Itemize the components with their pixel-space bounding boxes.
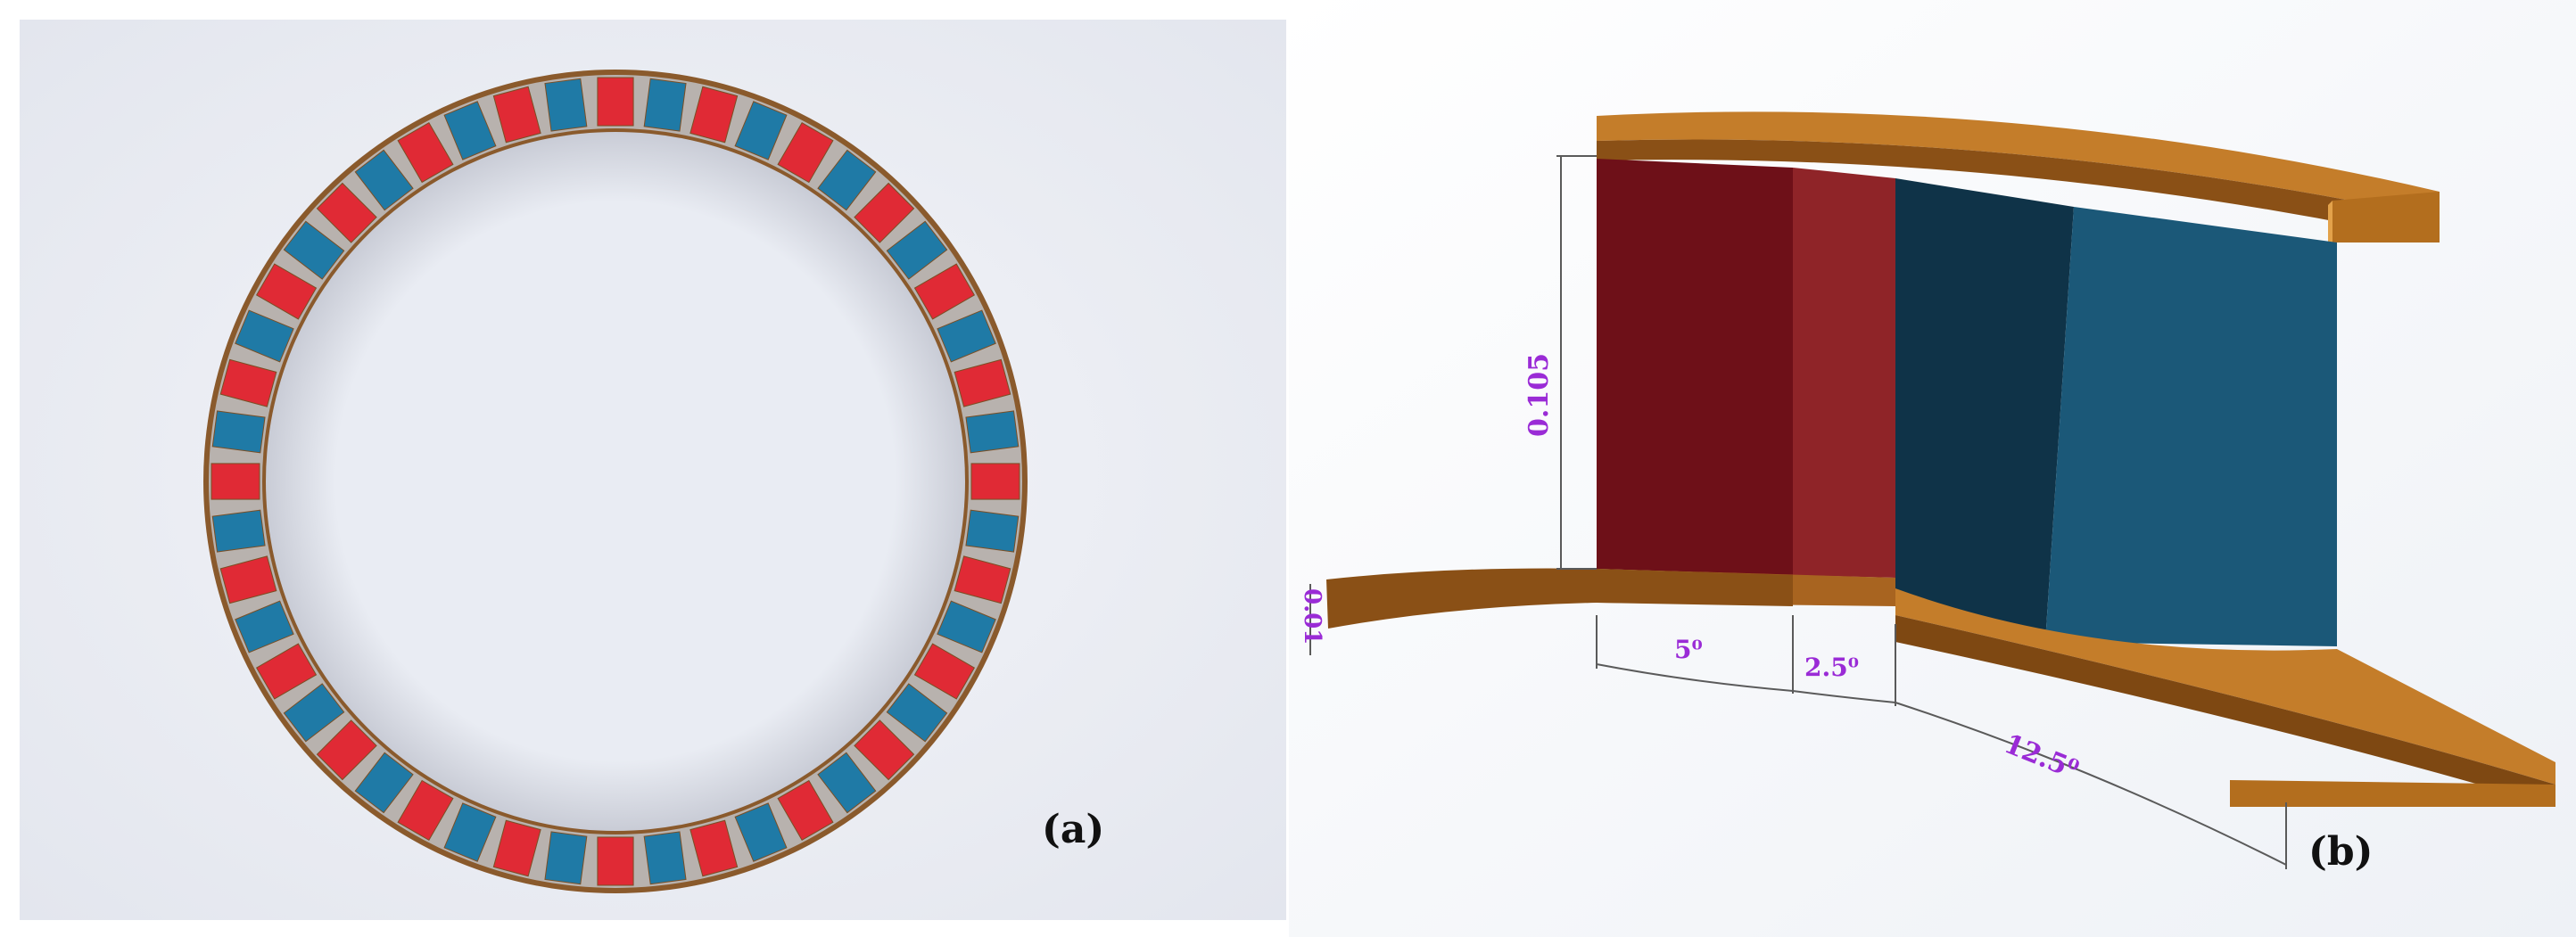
magnet-red [689, 819, 739, 877]
magnet-red [219, 358, 277, 407]
magnet-blue [643, 78, 687, 132]
magnet-blue [211, 509, 266, 553]
bottom-yoke-right-front [1895, 615, 2555, 807]
magnet-blue [937, 600, 996, 653]
magnet-blue [354, 752, 414, 814]
magnet-blue [886, 220, 948, 280]
magnet-red-dark [1597, 159, 1793, 575]
magnet-red [397, 121, 454, 184]
magnet-red [777, 779, 834, 842]
magnet-blue [817, 752, 877, 814]
panel-b-label: (b) [2308, 829, 2373, 875]
dim-thickness-text: 0.01 [1299, 588, 1325, 645]
magnet-blue [965, 410, 1020, 454]
bottom-yoke-right-top [1895, 588, 2555, 785]
top-yoke-front [1597, 139, 2440, 242]
magnet-blue [734, 802, 788, 862]
magnet-red [255, 643, 318, 700]
top-yoke-end [2332, 192, 2440, 242]
magnet-red [492, 819, 541, 877]
magnet-blue [235, 309, 294, 363]
dim-height-text: 0.105 [1523, 353, 1555, 437]
magnet-red [954, 358, 1011, 407]
ring-inner-area [266, 132, 965, 831]
top-yoke-end-edge [2328, 201, 2332, 242]
magnet-blue [643, 831, 687, 885]
magnet-blue [886, 683, 948, 743]
magnet-blue [937, 309, 996, 363]
dim-arc-3 [1895, 702, 2287, 866]
bottom-yoke-left [1326, 568, 1597, 629]
bottom-yoke-under-red-dark [1597, 569, 1793, 606]
magnet-red [397, 779, 454, 842]
ring-figure: (a) [20, 20, 1286, 920]
magnet-red-light [1793, 168, 1895, 578]
panel-b-segment-view: 0.105 0.01 5⁰ 2.5⁰ 12.5⁰ (b) [1289, 0, 2576, 937]
magnet-blue [354, 149, 414, 211]
magnet-blue [283, 220, 345, 280]
dim-angle-2-text: 2.5⁰ [1804, 653, 1859, 682]
panel-a-ring-view: (a) [20, 20, 1286, 920]
magnet-blue [235, 600, 294, 653]
magnet-red [913, 263, 976, 320]
magnet-blue [443, 101, 497, 160]
magnet-red [597, 836, 634, 886]
magnet-blue [965, 509, 1020, 553]
magnet-red [211, 463, 260, 500]
magnet-red [954, 555, 1011, 604]
magnet-blue-dark [1895, 178, 2074, 642]
magnet-blue [734, 101, 788, 160]
magnet-red [316, 182, 377, 243]
dim-angle-1-text: 5⁰ [1674, 635, 1703, 664]
bottom-yoke-right-end [2230, 780, 2555, 807]
magnet-red [689, 86, 739, 144]
magnet-red [316, 719, 377, 781]
magnet-red [255, 263, 318, 320]
magnet-red [913, 643, 976, 700]
magnet-blue-light [2045, 207, 2337, 646]
panel-a-label: (a) [1042, 807, 1104, 852]
magnet-blue [443, 802, 497, 862]
segment-figure: 0.105 0.01 5⁰ 2.5⁰ 12.5⁰ (b) [1289, 0, 2576, 937]
ring-magnets [211, 77, 1020, 886]
magnet-red [492, 86, 541, 144]
magnet-red [777, 121, 834, 184]
magnet-red [854, 182, 915, 243]
magnet-blue [211, 410, 266, 454]
top-yoke-top [1597, 111, 2440, 218]
magnet-blue [283, 683, 345, 743]
magnet-blue [544, 78, 588, 132]
magnet-blue [817, 149, 877, 211]
dim-arc-2 [1792, 690, 1896, 703]
magnet-red [854, 719, 915, 781]
dimension-lines [1309, 155, 2287, 869]
dim-arc-1 [1596, 663, 1794, 692]
magnet-red [597, 77, 634, 127]
magnet-blue [544, 831, 588, 885]
magnet-red [219, 555, 277, 604]
magnet-red [970, 463, 1020, 500]
